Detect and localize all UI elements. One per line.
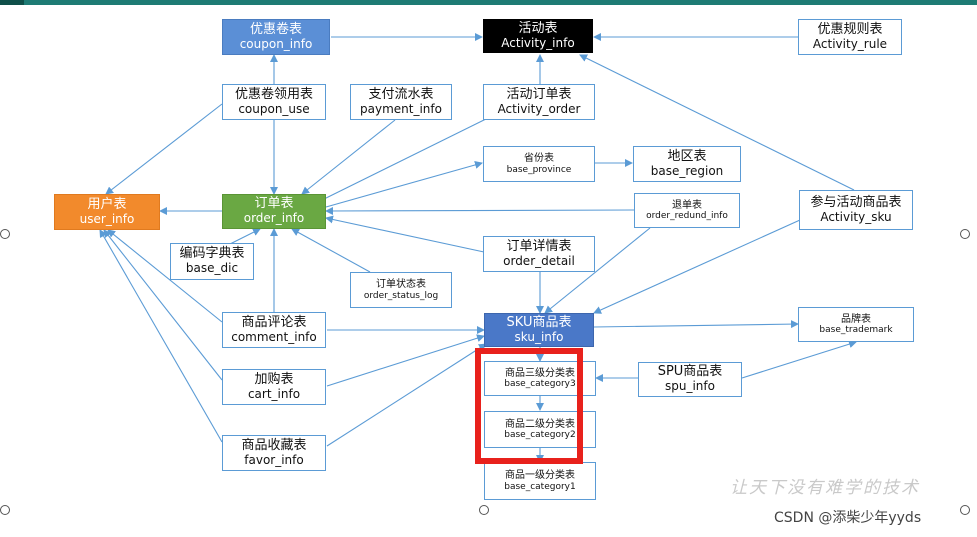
table-label-cn: 商品评论表: [241, 314, 307, 330]
table-activity-rule: 优惠规则表 Activity_rule: [798, 19, 902, 55]
table-label-en: payment_info: [360, 101, 442, 116]
table-order-status-log: 订单状态表 order_status_log: [350, 272, 452, 308]
table-label-en: order_redund_info: [646, 211, 728, 222]
table-label-en: order_detail: [503, 253, 575, 268]
table-order-info: 订单表 order_info: [222, 194, 326, 229]
table-label-cn: 退单表: [672, 199, 702, 211]
table-label-en: coupon_use: [238, 101, 310, 116]
table-label-en: user_info: [79, 211, 135, 226]
table-label-en: spu_info: [665, 379, 715, 394]
table-label-cn: 订单表: [254, 196, 294, 212]
table-label-cn: 优惠卷领用表: [234, 86, 313, 102]
category-highlight-frame: [475, 348, 583, 464]
edge-spu-to-trademark: [741, 340, 857, 379]
table-base-trademark: 品牌表 base_trademark: [798, 307, 914, 342]
table-label-en: cart_info: [247, 386, 301, 401]
table-label-cn: 用户表: [87, 196, 127, 212]
table-comment-info: 商品评论表 comment_info: [222, 312, 326, 348]
edge-cart-to-user: [103, 229, 223, 381]
table-label-en: Activity_sku: [820, 209, 892, 224]
table-label-en: order_info: [243, 211, 305, 226]
table-coupon-info: 优惠卷表 coupon_info: [222, 19, 330, 55]
edge-order-detail-to-order: [325, 215, 485, 253]
edge-order-to-province: [325, 161, 483, 208]
edge-activity-order-to-order: [317, 117, 489, 203]
table-label-en: Activity_order: [497, 101, 581, 116]
edge-comment-to-user: [107, 229, 223, 323]
table-label-en: base_category2: [504, 430, 576, 441]
resize-handle-bottom-right[interactable]: [960, 505, 970, 515]
table-label-en: comment_info: [231, 329, 317, 344]
slide-top-bar: [0, 0, 977, 5]
table-payment-info: 支付流水表 payment_info: [350, 84, 452, 120]
table-label-cn: SKU商品表: [506, 314, 572, 330]
table-user-info: 用户表 user_info: [54, 194, 160, 230]
edge-cart-to-sku: [326, 334, 485, 387]
table-label-cn: 商品一级分类表: [505, 470, 575, 482]
table-label-en: favor_info: [244, 452, 304, 467]
table-label-cn: 参与活动商品表: [810, 194, 902, 210]
table-label-cn: 省份表: [524, 153, 554, 165]
resize-handle-left[interactable]: [0, 229, 10, 239]
table-label-en: base_category1: [504, 481, 576, 492]
table-label-en: Activity_info: [501, 35, 575, 50]
edge-refund-to-sku: [544, 227, 651, 314]
table-label-en: coupon_info: [239, 36, 313, 51]
table-cart-info: 加购表 cart_info: [222, 369, 326, 405]
table-label-cn: 订单状态表: [376, 279, 426, 291]
resize-handle-bottom[interactable]: [479, 505, 489, 515]
table-label-cn: 优惠规则表: [817, 21, 883, 37]
table-label-cn: 商品三级分类表: [505, 367, 575, 379]
edge-sku-to-trademark: [593, 320, 799, 329]
table-label-cn: 活动订单表: [506, 86, 572, 102]
table-label-cn: 活动表: [518, 20, 558, 36]
table-activity-sku: 参与活动商品表 Activity_sku: [799, 190, 913, 230]
slide-top-bar-notch: [0, 0, 24, 5]
table-base-province: 省份表 base_province: [483, 146, 595, 182]
table-label-en: base_trademark: [819, 325, 893, 336]
table-label-cn: 编码字典表: [179, 246, 245, 262]
table-order-detail: 订单详情表 order_detail: [483, 236, 595, 272]
table-favor-info: 商品收藏表 favor_info: [222, 435, 326, 471]
table-sku-info: SKU商品表 sku_info: [484, 313, 594, 347]
slogan-watermark: 让天下没有难学的技术: [730, 478, 920, 498]
table-label-en: base_region: [650, 163, 724, 178]
table-label-cn: 优惠卷表: [249, 21, 302, 37]
edge-coupon-use-to-user: [105, 103, 223, 195]
table-activity-order: 活动订单表 Activity_order: [483, 84, 595, 120]
table-label-cn: 品牌表: [841, 313, 871, 325]
table-label-cn: 加购表: [254, 371, 294, 387]
table-label-en: sku_info: [514, 329, 564, 344]
table-label-cn: SPU商品表: [657, 364, 723, 380]
edge-favor-to-sku: [326, 343, 487, 447]
table-label-cn: 商品二级分类表: [505, 418, 575, 430]
table-coupon-use: 优惠卷领用表 coupon_use: [222, 84, 326, 120]
table-label-en: base_category3: [504, 379, 576, 390]
table-label-en: order_status_log: [363, 290, 439, 301]
resize-handle-bottom-left[interactable]: [0, 505, 10, 515]
table-label-cn: 商品收藏表: [241, 437, 307, 453]
table-base-region: 地区表 base_region: [633, 146, 741, 182]
table-label-cn: 地区表: [667, 148, 707, 164]
edge-refund-to-order: [325, 206, 635, 215]
resize-handle-right[interactable]: [960, 229, 970, 239]
edge-activity-sku-to-sku: [593, 219, 801, 314]
table-label-cn: 支付流水表: [368, 86, 434, 102]
table-label-en: Activity_rule: [812, 36, 888, 51]
csdn-credit: CSDN @添柴少年yyds: [774, 510, 922, 526]
table-label-cn: 订单详情表: [506, 238, 572, 254]
edge-activity-sku-to-activity: [579, 54, 855, 191]
table-base-category1: 商品一级分类表 base_category1: [484, 462, 596, 500]
table-order-refund-info: 退单表 order_redund_info: [634, 193, 740, 228]
table-label-en: base_dic: [185, 261, 239, 276]
edge-payment-to-order: [301, 119, 396, 195]
table-activity-info: 活动表 Activity_info: [483, 19, 593, 53]
edge-favor-to-user: [99, 229, 223, 443]
table-spu-info: SPU商品表 spu_info: [638, 362, 742, 397]
edge-status-log-to-order: [291, 228, 371, 273]
table-label-en: base_province: [506, 164, 572, 175]
table-base-dic: 编码字典表 base_dic: [170, 243, 254, 280]
